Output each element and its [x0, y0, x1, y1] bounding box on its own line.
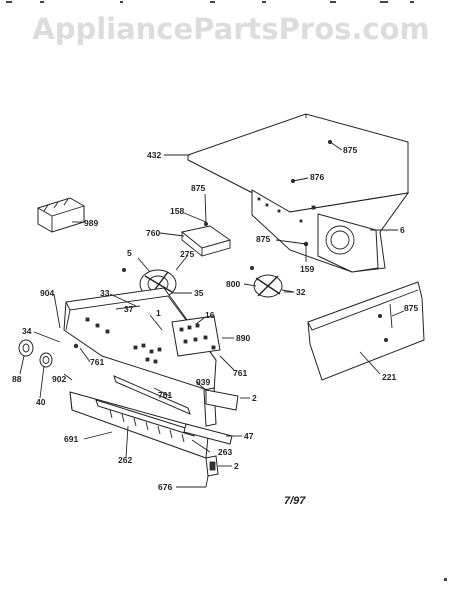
callout-158: 158 [170, 206, 184, 216]
callout-989: 989 [84, 218, 98, 228]
control-panel [63, 287, 221, 393]
callout-760: 760 [146, 228, 160, 238]
callout-875-c: 875 [256, 234, 270, 244]
callout-221: 221 [382, 372, 396, 382]
callout-262: 262 [118, 455, 132, 465]
callout-875-d: 875 [404, 303, 418, 313]
callout-676: 676 [158, 482, 172, 492]
callout-761-c: 761 [158, 390, 172, 400]
callout-33: 33 [100, 288, 110, 298]
lower-vent-panel [69, 391, 233, 459]
terminal-block [37, 197, 85, 233]
callout-37: 37 [124, 304, 134, 314]
callout-890: 890 [236, 333, 250, 343]
callout-875-a: 875 [343, 145, 357, 155]
callout-2-a: 2 [252, 393, 257, 403]
callout-labels: 432 875 876 875 158 989 760 875 6 5 275 … [12, 145, 418, 492]
side-trim-panel [307, 281, 425, 381]
date-code: 7/97 [284, 495, 306, 507]
callout-159: 159 [300, 264, 314, 274]
mounting-bracket [180, 221, 232, 257]
callout-16: 16 [205, 310, 215, 320]
oven-wrapper-housing [251, 189, 410, 273]
callout-32: 32 [296, 287, 306, 297]
callout-1: 1 [156, 308, 161, 318]
callout-34: 34 [22, 326, 32, 336]
callout-5: 5 [127, 248, 132, 258]
callout-902: 902 [52, 374, 66, 384]
callout-432: 432 [147, 150, 161, 160]
callout-939: 939 [196, 377, 210, 387]
callout-691: 691 [64, 434, 78, 444]
callout-875-b: 875 [191, 183, 205, 193]
trim-strips [113, 375, 239, 427]
callout-88: 88 [12, 374, 22, 384]
control-knobs [18, 339, 53, 368]
callout-47: 47 [244, 431, 254, 441]
callout-800: 800 [226, 279, 240, 289]
callout-2-b: 2 [234, 461, 239, 471]
callout-876: 876 [310, 172, 324, 182]
callout-275: 275 [180, 249, 194, 259]
top-edge-remnants [6, 1, 414, 3]
callout-761-a: 761 [90, 357, 104, 367]
callout-40: 40 [36, 397, 46, 407]
convection-fan-motor [249, 265, 295, 298]
callout-761-b: 761 [233, 368, 247, 378]
callout-263: 263 [218, 447, 232, 457]
leader-lines [19, 141, 405, 488]
callout-6-a: 6 [400, 225, 405, 235]
callout-35: 35 [194, 288, 204, 298]
corner-speck [444, 578, 447, 581]
callout-904: 904 [40, 288, 54, 298]
end-caps [205, 455, 219, 477]
